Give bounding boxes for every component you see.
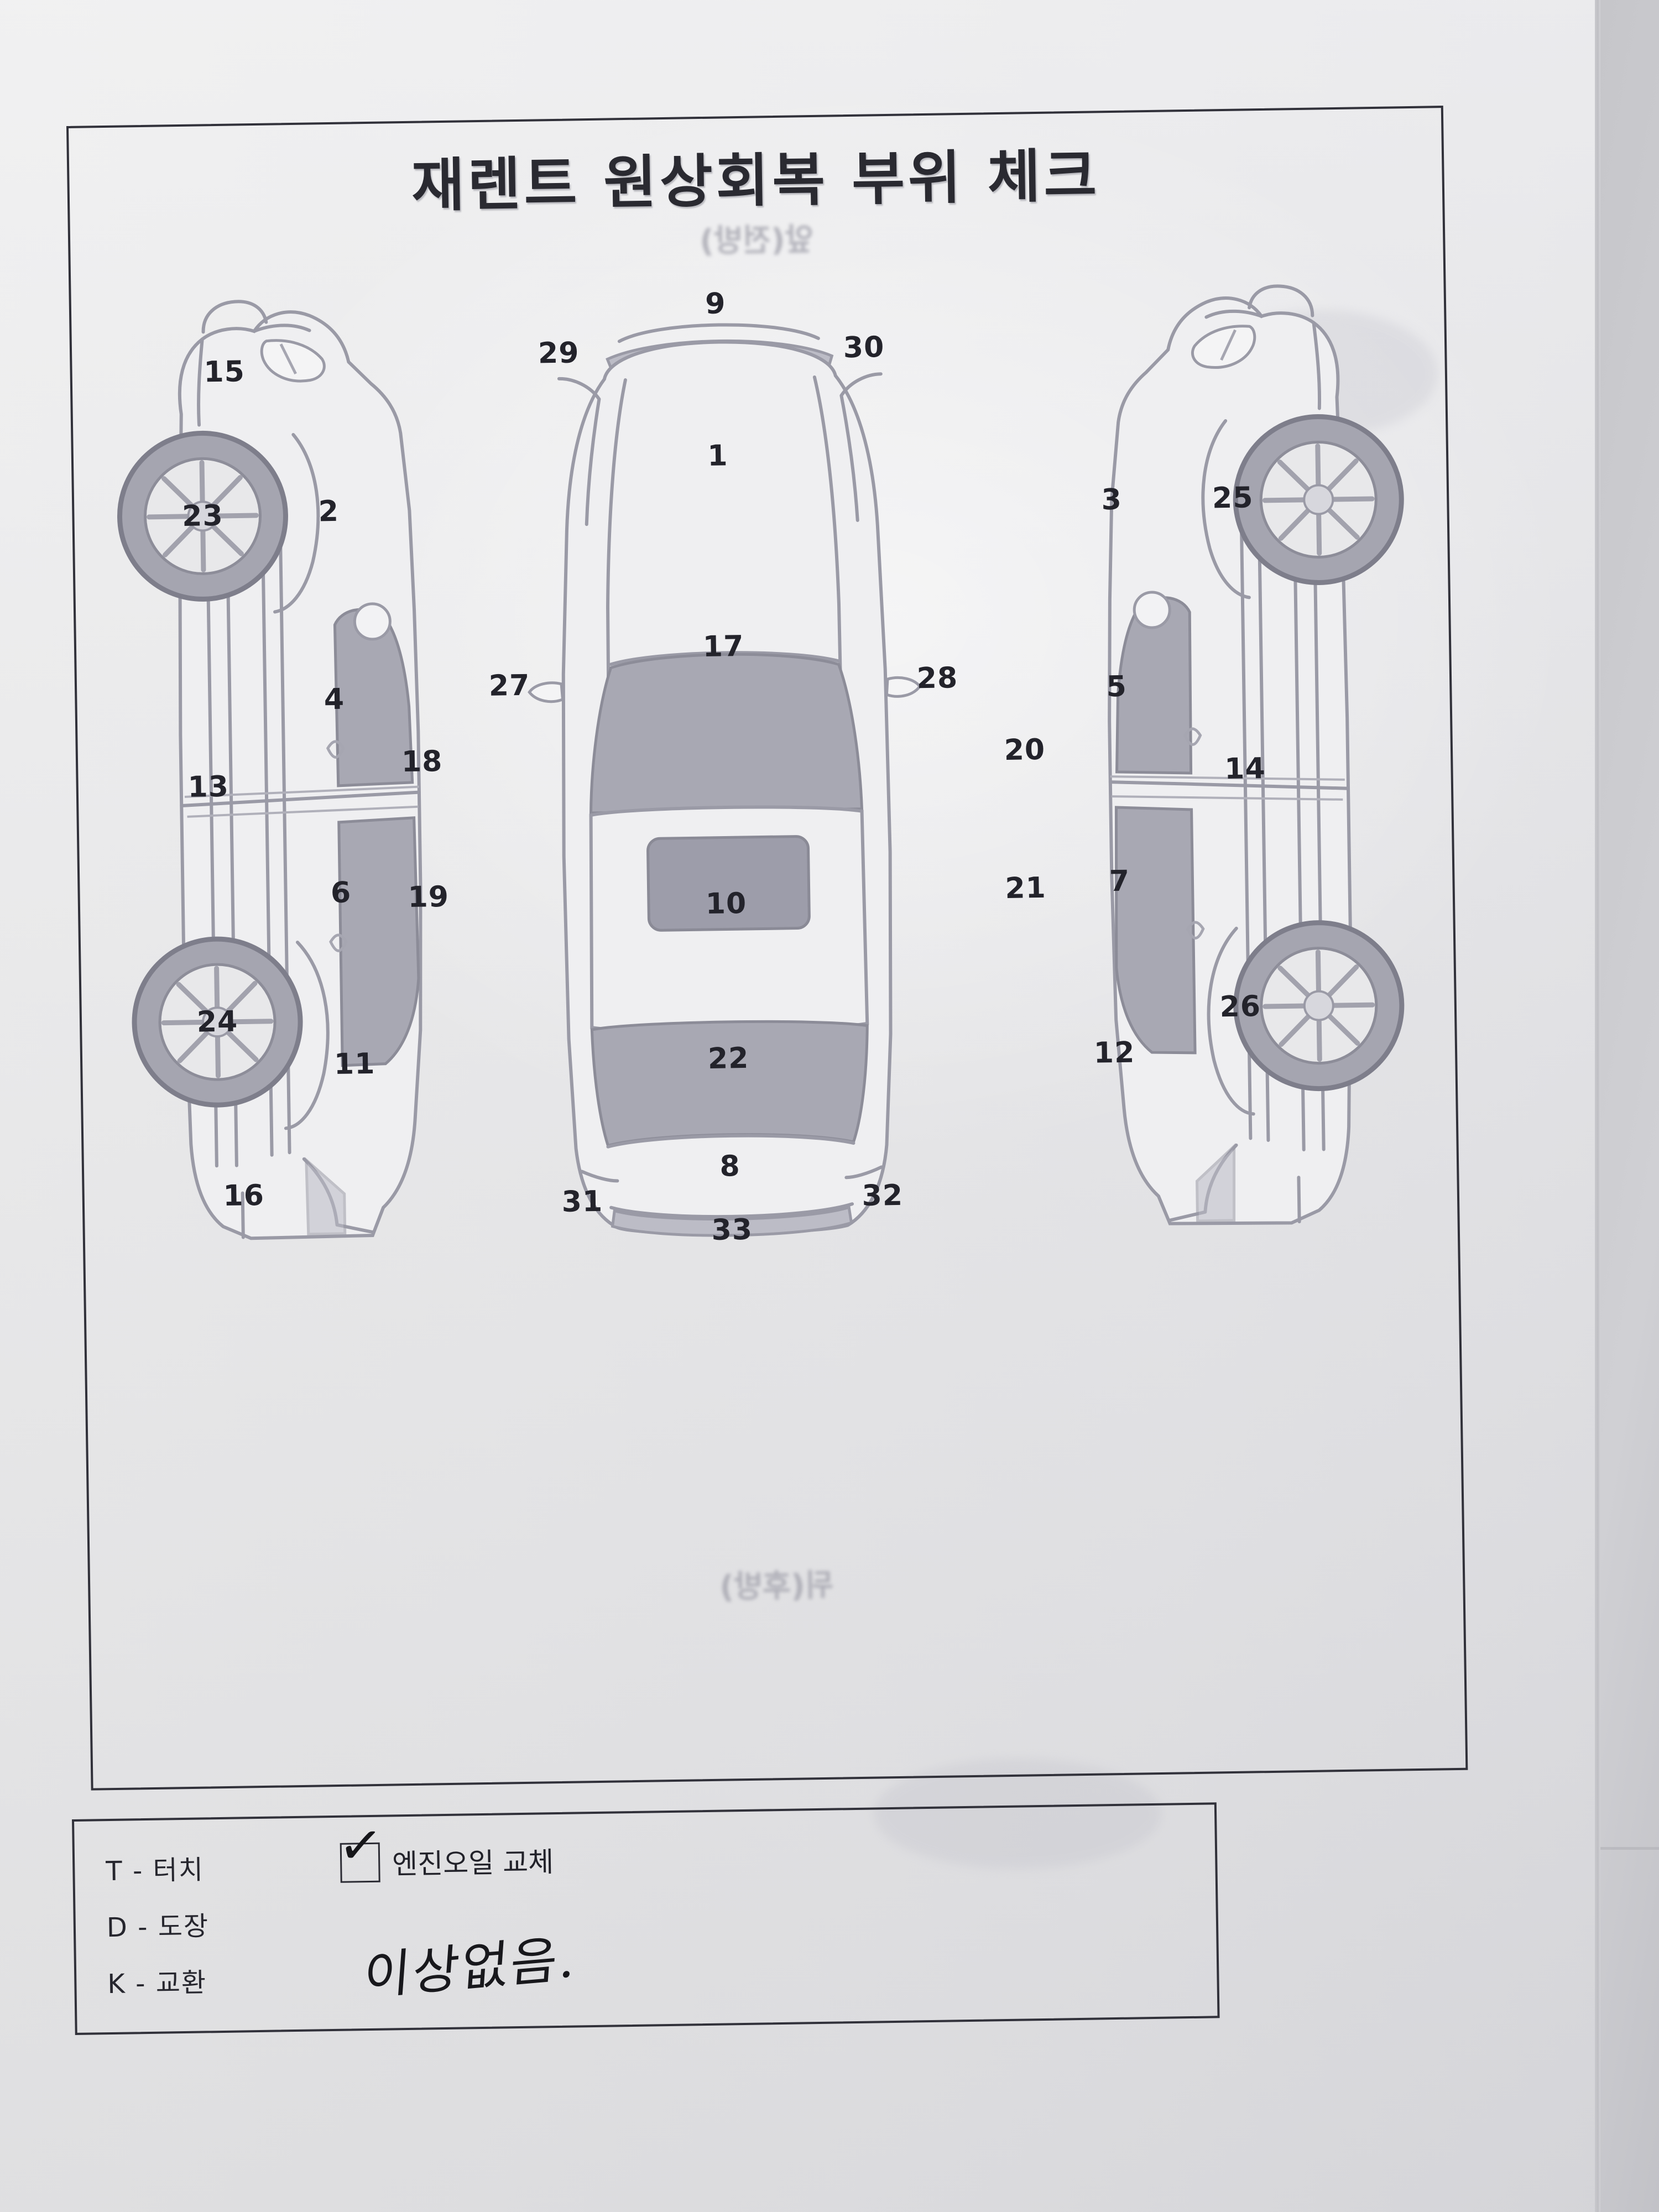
part-number-7[interactable]: 7 — [1109, 864, 1130, 899]
part-number-30[interactable]: 30 — [843, 331, 885, 365]
part-number-4[interactable]: 4 — [324, 682, 345, 717]
part-number-23[interactable]: 23 — [181, 499, 224, 533]
vehicle-diagram: .ln{fill:none;stroke:#9a9aa6;stroke-widt… — [117, 284, 1405, 1240]
engine-oil-checkbox[interactable]: ✓ — [336, 1813, 385, 1883]
part-number-8[interactable]: 8 — [719, 1150, 741, 1183]
part-number-26[interactable]: 26 — [1219, 990, 1261, 1024]
part-number-31[interactable]: 31 — [561, 1185, 603, 1219]
background-surface — [1600, 0, 1659, 2212]
part-number-28[interactable]: 28 — [916, 661, 958, 696]
part-number-21[interactable]: 21 — [1005, 871, 1047, 905]
part-number-3[interactable]: 3 — [1101, 483, 1123, 517]
part-number-14[interactable]: 14 — [1224, 752, 1266, 786]
part-number-17[interactable]: 17 — [702, 629, 744, 664]
legend-code-2: K - 교환 — [107, 1967, 207, 2000]
background-seam — [1600, 1847, 1659, 1850]
part-number-18[interactable]: 18 — [401, 745, 443, 779]
part-number-19[interactable]: 19 — [408, 880, 450, 914]
part-number-15[interactable]: 15 — [204, 355, 246, 389]
part-number-29[interactable]: 29 — [538, 336, 580, 371]
scan-smudge — [874, 1759, 1161, 1869]
part-number-33[interactable]: 33 — [711, 1213, 753, 1247]
part-number-1[interactable]: 1 — [707, 439, 729, 473]
legend-code-0: T - 터치 — [105, 1854, 205, 1887]
part-number-9[interactable]: 9 — [705, 287, 726, 321]
engine-oil-checkbox-row[interactable]: ✓ 엔진오일 교체 — [336, 1813, 554, 1883]
part-number-20[interactable]: 20 — [1004, 733, 1046, 767]
paper-edge — [1595, 0, 1600, 2212]
part-number-2[interactable]: 2 — [318, 494, 340, 529]
part-number-32[interactable]: 32 — [862, 1178, 904, 1213]
legend-code-list: T - 터치 D - 도장 K - 교환 — [106, 1841, 211, 2012]
part-number-11[interactable]: 11 — [333, 1047, 375, 1082]
check-mark-icon: ✓ — [335, 1812, 386, 1879]
legend-box: T - 터치 D - 도장 K - 교환 ✓ 엔진오일 교체 이상없음. — [72, 1802, 1220, 2035]
part-number-13[interactable]: 13 — [187, 770, 229, 804]
part-number-12[interactable]: 12 — [1093, 1036, 1135, 1070]
part-number-27[interactable]: 27 — [488, 669, 530, 703]
legend-code-1: D - 도장 — [106, 1911, 210, 1944]
handwritten-note: 이상없음. — [362, 1928, 580, 2007]
part-number-22[interactable]: 22 — [707, 1041, 749, 1076]
part-number-10[interactable]: 10 — [705, 886, 747, 921]
part-number-5[interactable]: 5 — [1106, 670, 1128, 704]
part-number-25[interactable]: 25 — [1212, 481, 1254, 515]
part-number-6[interactable]: 6 — [330, 876, 352, 910]
part-number-16[interactable]: 16 — [223, 1178, 265, 1213]
part-number-24[interactable]: 24 — [196, 1005, 238, 1039]
diagram-frame: 재렌트 원상회복 부위 체크 앞(전방) 뒤(후방) .ln{fill:none… — [66, 106, 1468, 1791]
engine-oil-checkbox-label: 엔진오일 교체 — [392, 1846, 554, 1881]
